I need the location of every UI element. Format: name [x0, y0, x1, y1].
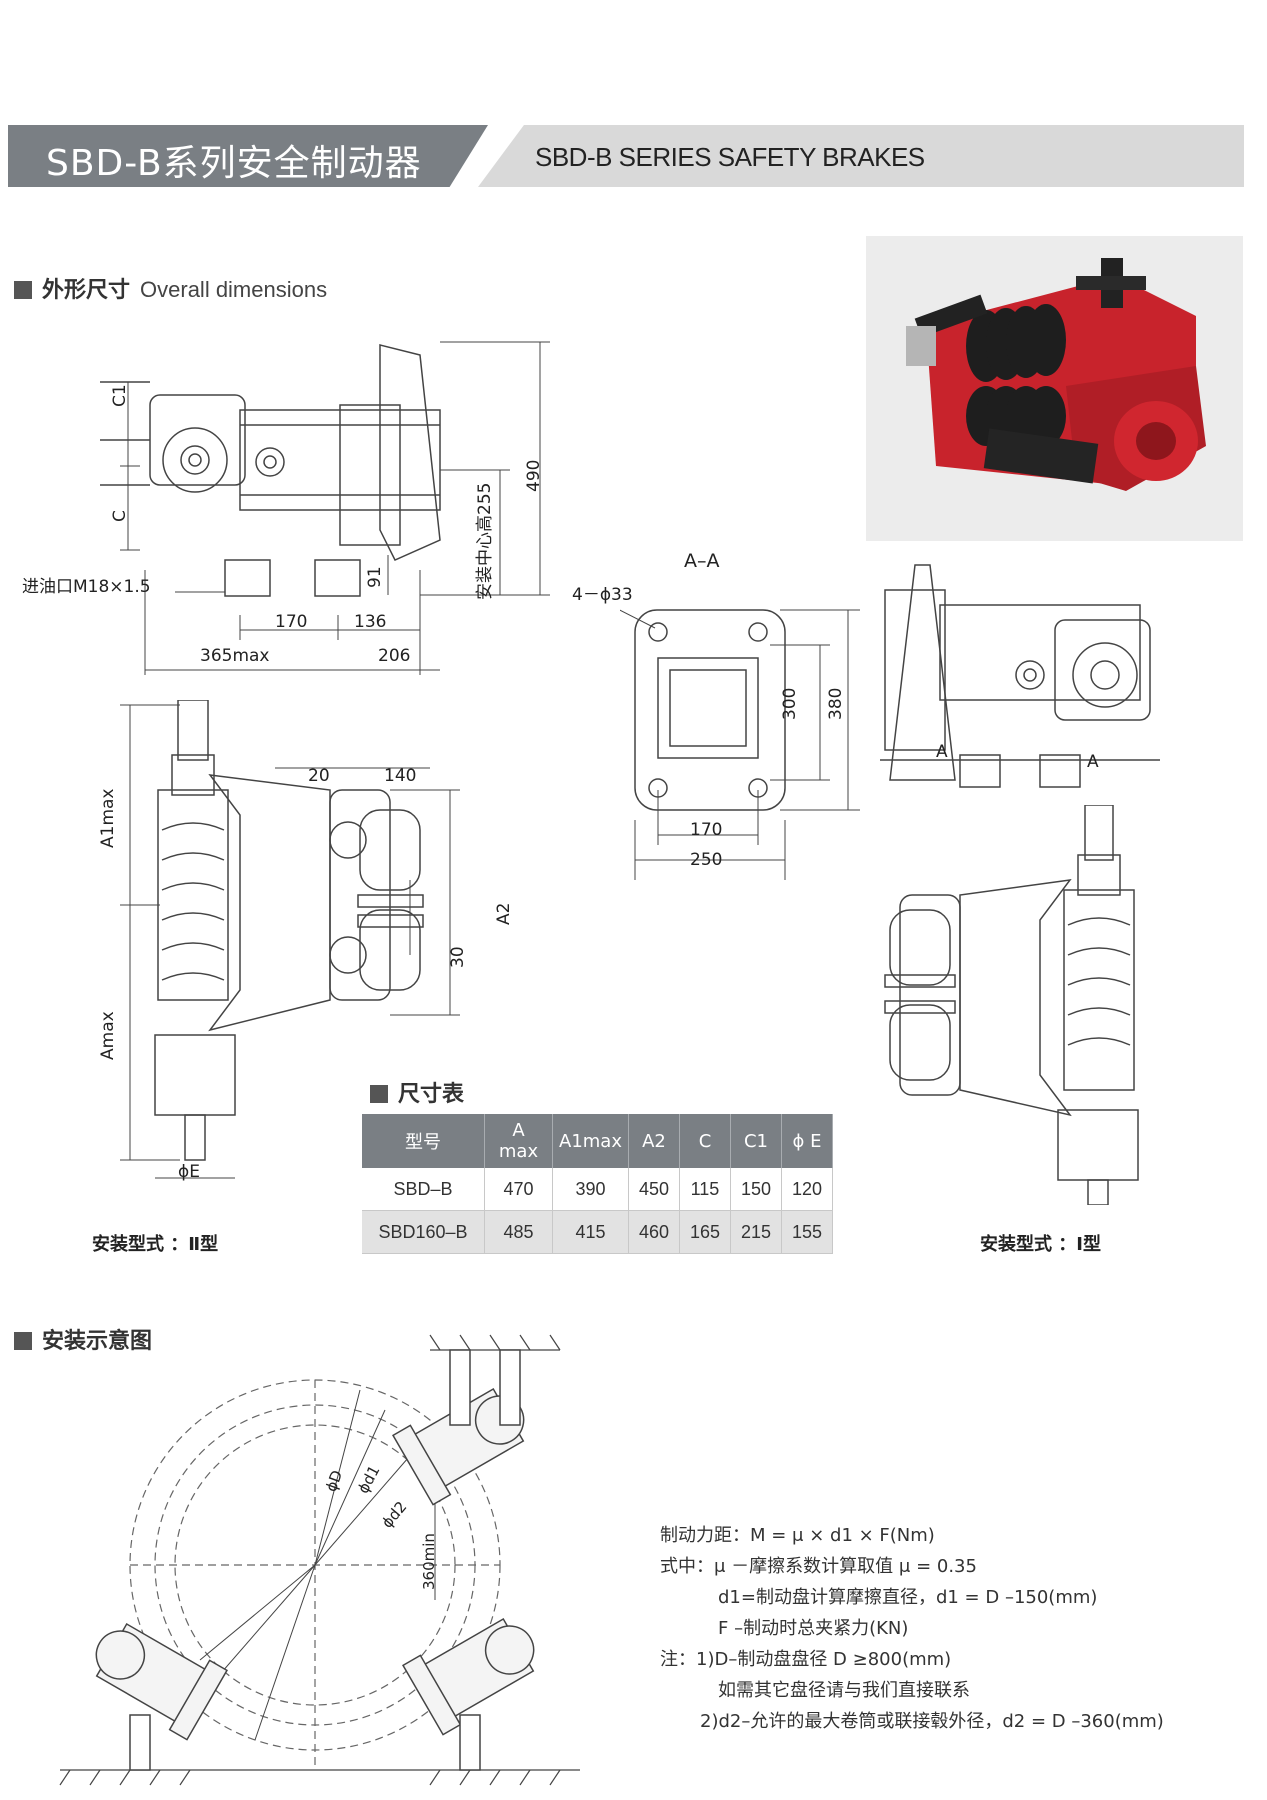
dim-136: 136: [354, 612, 387, 632]
dim-c1: C1: [110, 384, 130, 407]
install-type-2-label: 安装型式 ：Ⅱ型: [92, 1234, 219, 1255]
bullet-square-icon: [14, 1332, 32, 1350]
section-heading-install: 安装示意图: [14, 1323, 152, 1355]
col-header-phi-e: ϕ E: [781, 1114, 833, 1168]
section-heading-dim-table: 尺寸表: [370, 1076, 464, 1108]
installation-diagram: [59, 1334, 580, 1786]
formula-line: 制动力距：M = μ × d1 × F(Nm): [660, 1525, 935, 1546]
install-type-1-label: 安装型式 ：Ⅰ型: [980, 1234, 1101, 1255]
dim-490: 490: [524, 459, 544, 492]
table-cell: 470: [484, 1168, 553, 1211]
dim-phi-e: ϕE: [178, 1162, 200, 1182]
type1-front-view-drawing: [884, 805, 1139, 1205]
table-cell: 155: [781, 1210, 833, 1254]
dim-360min: 360min: [420, 1533, 438, 1590]
mirror-side-view-drawing: [880, 564, 1160, 788]
col-header-c1: C1: [730, 1114, 782, 1168]
dim-amax: Amax: [98, 1011, 118, 1060]
dim-170b: 170: [690, 820, 723, 840]
section-aa-label: A–A: [684, 550, 720, 572]
col-header-model: 型号: [362, 1114, 485, 1168]
dim-206: 206: [378, 646, 411, 666]
table-cell: 215: [730, 1210, 782, 1254]
formula-block: 制动力距：M = μ × d1 × F(Nm) 式中：μ －摩擦系数计算取值 μ…: [660, 1520, 1164, 1737]
formula-line: 式中：μ －摩擦系数计算取值 μ = 0.35: [660, 1556, 977, 1577]
table-row: SBD–B 470 390 450 115 150 120: [362, 1168, 833, 1211]
dim-365max: 365max: [200, 646, 270, 666]
table-cell: SBD160–B: [362, 1210, 485, 1254]
dim-20: 20: [308, 766, 330, 786]
header-banner-left: [8, 125, 488, 187]
dim-170: 170: [275, 612, 308, 632]
col-header-a1max: A1max: [552, 1114, 629, 1168]
dim-c: C: [110, 510, 130, 522]
dim-380: 380: [826, 687, 846, 720]
col-header-amax: A max: [484, 1114, 553, 1168]
table-cell: 390: [552, 1168, 629, 1211]
oil-inlet-label: 进油口M18×1.5: [22, 577, 151, 597]
bullet-square-icon: [370, 1085, 388, 1103]
table-cell: 450: [628, 1168, 680, 1211]
formula-line: 注：1)D–制动盘盘径 D ≥800(mm): [660, 1649, 952, 1670]
dimension-table: 型号 A max A1max A2 C C1 ϕ E SBD–B 470 390…: [362, 1114, 833, 1254]
section-mark-a-left: A: [936, 742, 948, 762]
page-title-en: SBD-B SERIES SAFETY BRAKES: [535, 142, 925, 172]
formula-line: 如需其它盘径请与我们直接联系: [718, 1680, 970, 1701]
formula-line: d1=制动盘计算摩擦直径，d1 = D –150(mm): [718, 1587, 1098, 1608]
section-mark-a-right: A: [1087, 752, 1099, 772]
table-cell: 460: [628, 1210, 680, 1254]
holes-label: 4－ϕ33: [572, 585, 633, 605]
dim-140: 140: [384, 766, 417, 786]
dim-a1max: A1max: [98, 788, 118, 848]
table-cell: 165: [679, 1210, 731, 1254]
brake-photo-illustration: [866, 236, 1243, 541]
table-row: SBD160–B 485 415 460 165 215 155: [362, 1210, 833, 1254]
section-aa-drawing: [620, 609, 860, 880]
dim-a2: A2: [494, 902, 514, 925]
col-header-c: C: [679, 1114, 731, 1168]
table-header-row: 型号 A max A1max A2 C C1 ϕ E: [362, 1114, 833, 1168]
dim-300: 300: [780, 687, 800, 720]
table-cell: 485: [484, 1210, 553, 1254]
table-cell: SBD–B: [362, 1168, 485, 1211]
type2-front-view-drawing: [120, 700, 460, 1179]
header-banner-right: [478, 125, 1244, 187]
center-height-label: 安装中心高255: [475, 482, 495, 600]
dim-250: 250: [690, 850, 723, 870]
table-cell: 415: [552, 1210, 629, 1254]
dim-30: 30: [448, 946, 468, 968]
page-title-cn: SBD-B系列安全制动器: [46, 143, 422, 184]
dim-91: 91: [365, 566, 385, 588]
bullet-square-icon: [14, 281, 32, 299]
table-cell: 150: [730, 1168, 782, 1211]
formula-line: F –制动时总夹紧力(KN): [718, 1618, 909, 1639]
side-view-drawing: [100, 341, 550, 675]
table-cell: 115: [679, 1168, 731, 1211]
formula-line: 2)d2–允许的最大卷筒或联接毂外径，d2 = D –360(mm): [700, 1711, 1164, 1732]
table-cell: 120: [781, 1168, 833, 1211]
product-photo: [866, 236, 1243, 541]
col-header-a2: A2: [628, 1114, 680, 1168]
